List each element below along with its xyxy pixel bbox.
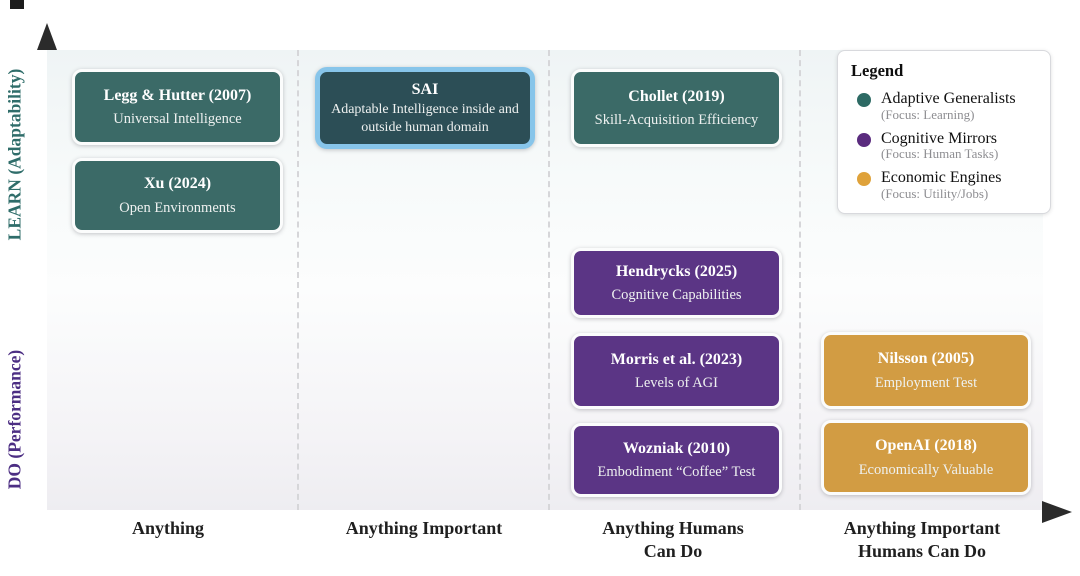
legend-item-focus: (Focus: Learning) <box>881 106 975 122</box>
x-axis-label-anything-important-humans-can-do: Anything Important Humans Can Do <box>843 518 1001 561</box>
box-subtitle: Economically Valuable <box>858 461 994 478</box>
box-morris: Morris et al. (2023) Levels of AGI <box>571 333 782 409</box>
legend-title: Legend <box>851 61 904 80</box>
box-title: Morris et al. (2023) <box>610 350 743 368</box>
legend-item-label: Adaptive Generalists <box>881 90 1016 107</box>
box-sai-highlighted: SAI Adaptable Intelligence inside and ou… <box>315 67 535 149</box>
x-axis-label-anything-important: Anything Important <box>345 518 503 538</box>
box-title: SAI <box>411 80 439 98</box>
box-subtitle: Employment Test <box>874 374 978 391</box>
box-title: Nilsson (2005) <box>877 350 975 368</box>
legend-item-text: Economic Engines (Focus: Utility/Jobs) <box>881 169 1001 202</box>
box-title: Xu (2024) <box>143 175 212 193</box>
box-wozniak: Wozniak (2010) Embodiment “Coffee” Test <box>571 423 782 497</box>
box-subtitle: Skill-Acquisition Efficiency <box>594 112 759 129</box>
box-chollet: Chollet (2019) Skill-Acquisition Efficie… <box>571 69 782 147</box>
box-hendrycks: Hendrycks (2025) Cognitive Capabilities <box>571 248 782 318</box>
column-divider <box>799 50 801 510</box>
box-subtitle: Universal Intelligence <box>113 111 242 128</box>
box-title: Legg & Hutter (2007) <box>103 86 252 104</box>
legend-item-focus: (Focus: Utility/Jobs) <box>881 185 989 201</box>
column-divider <box>548 50 550 510</box>
legend-item-text: Adaptive Generalists (Focus: Learning) <box>881 90 1016 123</box>
legend-item: Cognitive Mirrors (Focus: Human Tasks) <box>857 130 1037 163</box>
legend-item-label: Cognitive Mirrors <box>881 129 997 147</box>
legend: Legend Adaptive Generalists (Focus: Lear… <box>837 50 1051 214</box>
legend-item: Adaptive Generalists (Focus: Learning) <box>857 90 1037 123</box>
box-nilsson: Nilsson (2005) Employment Test <box>821 332 1031 409</box>
box-legg-hutter: Legg & Hutter (2007) Universal Intellige… <box>72 69 283 145</box>
legend-dot-cognitive-mirrors-icon <box>857 132 871 147</box>
box-title: Chollet (2019) <box>628 87 725 105</box>
legend-item-focus: (Focus: Human Tasks) <box>881 146 999 162</box>
legend-item: Economic Engines (Focus: Utility/Jobs) <box>857 169 1037 202</box>
legend-dot-adaptive-generalists-icon <box>857 93 871 107</box>
box-title: Hendrycks (2025) <box>615 262 738 280</box>
corner-artifact <box>10 0 24 9</box>
legend-item-label: Economic Engines <box>881 169 1002 187</box>
box-xu: Xu (2024) Open Environments <box>72 158 283 233</box>
y-axis-arrow-icon <box>37 23 57 50</box>
box-subtitle: Adaptable Intelligence inside and outsid… <box>331 102 519 135</box>
box-title: Wozniak (2010) <box>622 439 731 457</box>
x-axis-label-anything-humans-can-do: Anything Humans Can Do <box>602 518 744 561</box>
box-title: OpenAI (2018) <box>875 437 977 455</box>
box-subtitle: Levels of AGI <box>635 375 718 392</box>
box-subtitle: Cognitive Capabilities <box>611 287 742 304</box>
box-subtitle: Embodiment “Coffee” Test <box>597 464 756 481</box>
box-openai: OpenAI (2018) Economically Valuable <box>821 420 1031 495</box>
legend-item-text: Cognitive Mirrors (Focus: Human Tasks) <box>881 130 998 163</box>
y-axis-label-do: DO (Performance) <box>4 349 25 490</box>
y-axis-label-learn: LEARN (Adaptability) <box>4 68 25 241</box>
x-axis-label-anything: Anything <box>131 518 205 538</box>
box-subtitle: Open Environments <box>119 199 236 216</box>
x-axis-arrow-icon <box>1042 501 1072 523</box>
legend-dot-economic-engines-icon <box>857 172 871 187</box>
column-divider <box>297 50 299 510</box>
